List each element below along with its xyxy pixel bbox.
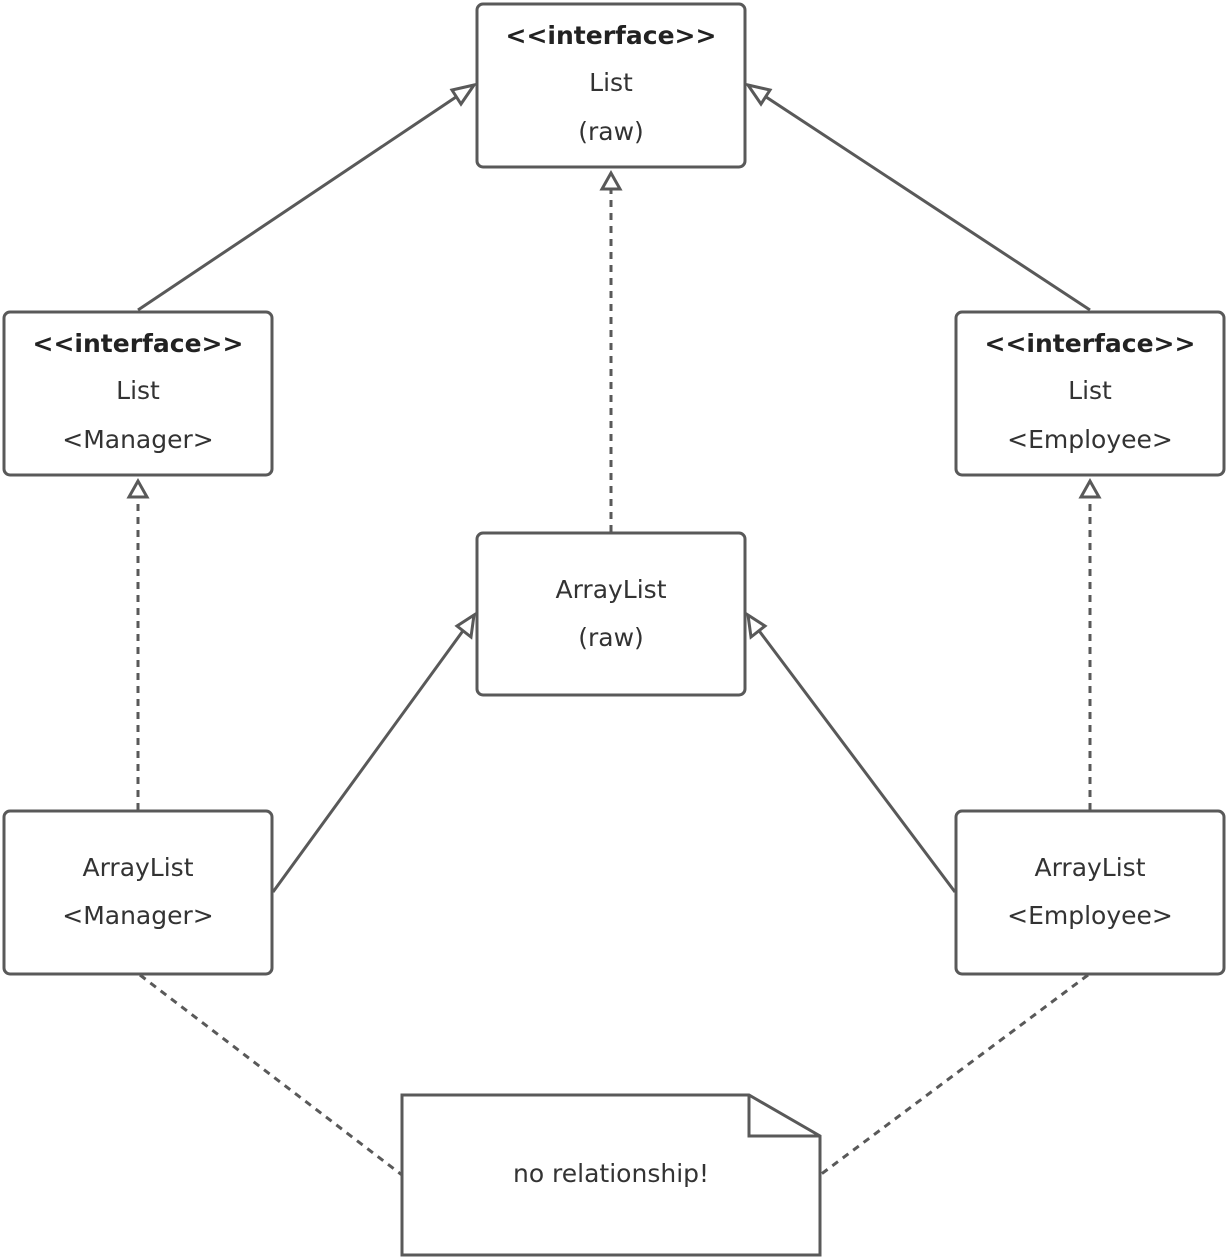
extends-arrowhead-list-manager [449, 82, 478, 107]
class-name: ArrayList [82, 853, 193, 882]
box-list-manager: <<interface>> List <Manager> [2, 310, 274, 477]
note-frame [400, 1093, 822, 1257]
extends-line-arraylist-employee [755, 627, 957, 893]
note-text: no relationship! [513, 1159, 709, 1188]
type-parameter: <Employee> [1007, 901, 1173, 930]
box-list-employee: <<interface>> List <Employee> [954, 310, 1226, 477]
connectors [126, 82, 1102, 1177]
class-name: ArrayList [555, 575, 666, 604]
type-parameter: (raw) [578, 623, 644, 652]
note-anchor-right [819, 973, 1089, 1177]
note: no relationship! [400, 1093, 822, 1257]
type-parameter: <Manager> [62, 425, 213, 454]
stereotype-label: <<interface>> [985, 329, 1196, 358]
box-arraylist-employee-frame [954, 809, 1226, 976]
class-name: ArrayList [1034, 853, 1145, 882]
type-parameter: <Employee> [1007, 425, 1173, 454]
stereotype-label: <<interface>> [33, 329, 244, 358]
class-name: List [116, 376, 160, 405]
box-arraylist-employee: ArrayList <Employee> [954, 809, 1226, 976]
stereotype-label: <<interface>> [506, 21, 717, 50]
extends-line-list-employee [759, 91, 1091, 312]
extends-arrowhead-list-employee [744, 82, 773, 107]
type-parameter: (raw) [578, 117, 644, 146]
implements-arrowhead-arraylist-raw [599, 169, 623, 191]
box-arraylist-manager-frame [2, 809, 274, 976]
box-list-raw: <<interface>> List (raw) [475, 2, 747, 169]
extends-arrowhead-arraylist-employee [746, 611, 768, 640]
class-name: List [1068, 376, 1112, 405]
box-arraylist-raw: ArrayList (raw) [475, 531, 747, 697]
extends-line-arraylist-manager [271, 627, 467, 893]
implements-arrowhead-arraylist-employee [1078, 477, 1102, 499]
box-arraylist-raw-frame [475, 531, 747, 697]
note-anchor-left [139, 973, 403, 1177]
type-parameter: <Manager> [62, 901, 213, 930]
box-list-employee-frame [954, 310, 1226, 477]
note-folded-corner [747, 1095, 820, 1138]
class-name: List [589, 68, 633, 97]
implements-arrowhead-arraylist-manager [126, 477, 150, 499]
extends-arrowhead-arraylist-manager [454, 611, 476, 640]
box-arraylist-manager: ArrayList <Manager> [2, 809, 274, 976]
extends-line-list-manager [137, 91, 463, 312]
box-list-manager-frame [2, 310, 274, 477]
box-list-raw-frame [475, 2, 747, 169]
